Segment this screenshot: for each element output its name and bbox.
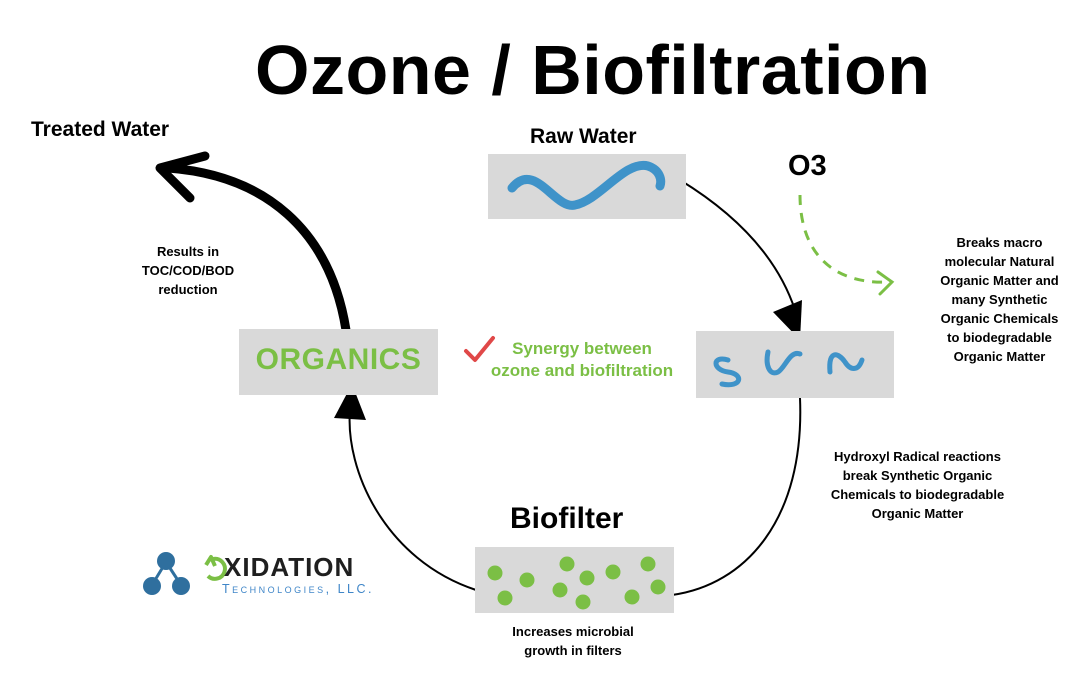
note-line: many Synthetic — [951, 292, 1048, 307]
note-line: Breaks macro — [956, 235, 1043, 250]
organics-box — [239, 329, 438, 395]
synergy-line-2: ozone and biofiltration — [490, 361, 674, 380]
biofilter-label: Biofilter — [510, 502, 624, 535]
note-line: Organic Matter — [953, 349, 1046, 364]
hydroxyl-note: Hydroxyl Radical reactions break Synthet… — [810, 447, 1025, 523]
biofilter-media-dots — [487, 556, 666, 610]
note-line: growth in filters — [524, 643, 622, 658]
fragment-squiggle-3 — [827, 352, 865, 375]
arrowhead-treated-water — [155, 151, 210, 203]
synergy-note: Synergy between ozone and biofiltration — [477, 338, 687, 382]
note-line: Increases microbial — [512, 624, 634, 639]
fragment-squiggle-2 — [764, 349, 803, 376]
check-icon — [464, 336, 495, 362]
raw-water-wave — [507, 161, 666, 210]
ozone-dashed-arrow — [798, 194, 891, 284]
note-line: molecular Natural — [944, 254, 1055, 269]
arc-raw-to-ozone — [679, 179, 796, 311]
arrowhead-into-ozone — [773, 300, 802, 340]
note-line: Organic Matter — [871, 506, 964, 521]
note-line: Organic Matter and — [940, 273, 1059, 288]
logo-wordmark: XIDATION — [224, 552, 355, 582]
note-line: to biodegradable — [947, 330, 1052, 345]
ozone-effect-note: Breaks macro molecular Natural Organic M… — [912, 233, 1080, 366]
synergy-line-1: Synergy between — [512, 339, 652, 358]
raw-water-label: Raw Water — [530, 125, 637, 148]
ozone-dashed-arrowhead — [876, 270, 895, 296]
toc-reduction-note: Results in TOC/COD/BOD reduction — [118, 242, 258, 299]
note-line: break Synthetic Organic — [842, 468, 993, 483]
page-title: Ozone / Biofiltration — [255, 31, 931, 109]
logo-subtitle: Technologies, LLC. — [222, 582, 374, 596]
arc-organics-to-treated — [167, 163, 351, 331]
arc-biofilter-to-organics — [348, 409, 477, 591]
arrowhead-into-organics — [334, 384, 366, 420]
note-line: TOC/COD/BOD — [141, 263, 235, 278]
microbial-growth-note: Increases microbial growth in filters — [488, 622, 658, 660]
ozonation-box — [696, 331, 894, 398]
note-line: Results in — [156, 244, 220, 259]
fragment-squiggle-1 — [713, 356, 741, 388]
note-line: Chemicals to biodegradable — [830, 487, 1005, 502]
logo-o-recycle-icon — [204, 555, 227, 581]
arc-ozone-to-biofilter — [671, 397, 802, 596]
note-line: reduction — [158, 282, 218, 297]
o3-label: O3 — [788, 150, 827, 182]
note-line: Hydroxyl Radical reactions — [834, 449, 1001, 464]
logo-molecule-icon — [143, 552, 190, 595]
treated-water-label: Treated Water — [31, 118, 170, 141]
organics-label: ORGANICS — [255, 343, 422, 376]
note-line: Organic Chemicals — [940, 311, 1059, 326]
